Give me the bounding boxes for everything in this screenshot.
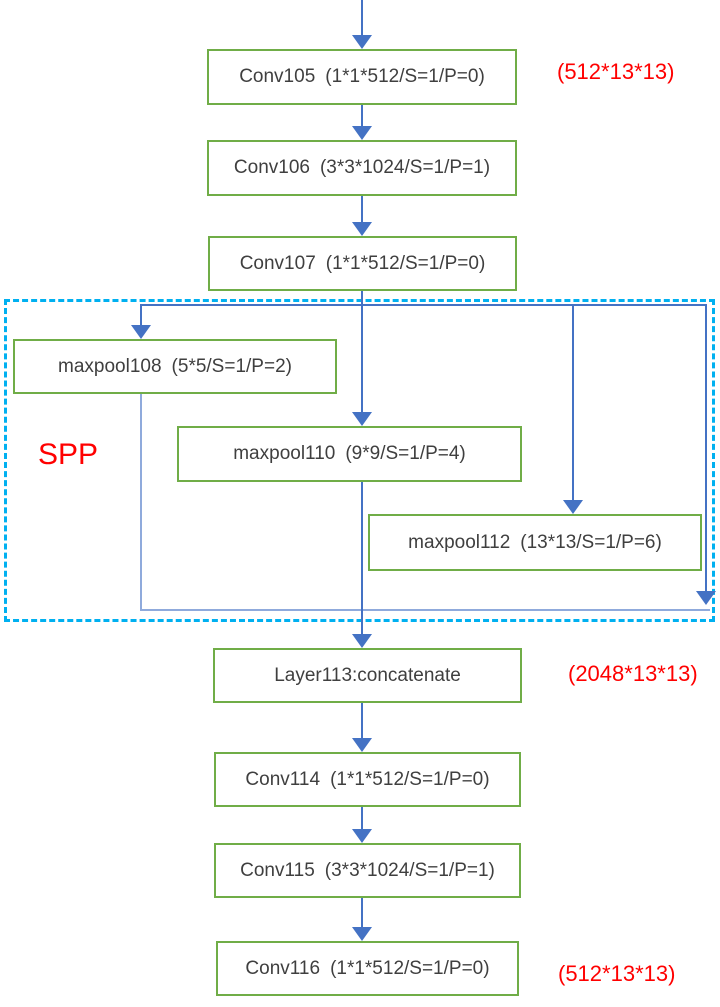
node-conv114-params: (1*1*512/S=1/P=0) [330,768,490,790]
node-conv115: Conv115 (3*3*1024/S=1/P=1) [214,843,521,898]
arrowhead-layer113 [352,634,372,648]
node-conv114-label: Conv114 [245,768,321,790]
connector-maxpool110-layer113 [361,482,363,635]
connector-conv105-conv106 [361,105,363,127]
connector-layer113-conv114 [361,703,363,739]
connector-spp-branch-horizontal [140,304,707,306]
node-maxpool108-params: (5*5/S=1/P=2) [171,355,292,377]
arrowhead-conv106 [352,126,372,140]
node-conv105-label: Conv105 [239,66,316,87]
node-layer113: Layer113:concatenate [213,648,522,703]
arrowhead-maxpool108 [131,325,151,339]
arrowhead-maxpool110 [352,412,372,426]
node-conv116: Conv116 (1*1*512/S=1/P=0) [216,941,519,996]
annotation-layer113-dims: (2048*13*13) [568,661,698,686]
arrowhead-conv115 [352,829,372,843]
connector-branch-bypass [705,306,707,592]
node-conv116-params: (1*1*512/S=1/P=0) [330,957,490,979]
node-maxpool108: maxpool108 (5*5/S=1/P=2) [13,339,337,394]
node-maxpool112-params: (13*13/S=1/P=6) [520,531,662,553]
arrowhead-conv116 [352,927,372,941]
connector-conv115-conv116 [361,898,363,928]
node-conv107-params: (1*1*512/S=1/P=0) [325,252,486,274]
node-conv106-params: (3*3*1024/S=1/P=1) [319,157,491,178]
spp-label: SPP [38,438,99,471]
connector-branch-maxpool108 [140,306,142,326]
node-conv105-params: (1*1*512/S=1/P=0) [325,66,485,87]
connector-conv107-maxpool110 [361,291,363,413]
annotation-conv105-dims: (512*13*13) [557,59,675,84]
node-maxpool110-label: maxpool110 [233,443,336,464]
node-conv115-params: (3*3*1024/S=1/P=1) [324,859,495,881]
spp-dashed-container [4,299,715,622]
node-conv105: Conv105 (1*1*512/S=1/P=0) [207,49,517,105]
node-maxpool110-params: (9*9/S=1/P=4) [345,443,466,464]
arrowhead-maxpool112 [563,500,583,514]
connector-collector-horizontal [140,609,710,611]
node-conv116-label: Conv116 [245,957,321,979]
arrowhead-conv107 [352,222,372,236]
arrowhead-conv114 [352,738,372,752]
connector-branch-maxpool112 [572,306,574,501]
node-conv107-label: Conv107 [239,252,316,274]
node-conv114: Conv114 (1*1*512/S=1/P=0) [214,752,521,807]
node-maxpool108-label: maxpool108 [58,355,162,377]
connector-input-line [361,0,363,36]
arrowhead-bypass-collector [696,591,716,605]
node-conv106: Conv106 (3*3*1024/S=1/P=1) [207,140,517,196]
node-conv106-label: Conv106 [233,157,310,178]
connector-conv114-conv115 [361,807,363,830]
annotation-conv116-dims: (512*13*13) [558,961,676,986]
node-layer113-label: Layer113:concatenate [274,664,461,686]
node-maxpool112-label: maxpool112 [408,531,511,553]
node-maxpool110: maxpool110 (9*9/S=1/P=4) [177,426,522,482]
arrowhead-input-conv105 [352,35,372,49]
connector-maxpool108-down [140,394,142,610]
node-conv107: Conv107 (1*1*512/S=1/P=0) [208,236,517,291]
node-maxpool112: maxpool112 (13*13/S=1/P=6) [368,514,702,571]
node-conv115-label: Conv115 [240,859,315,881]
connector-conv106-conv107 [361,196,363,223]
